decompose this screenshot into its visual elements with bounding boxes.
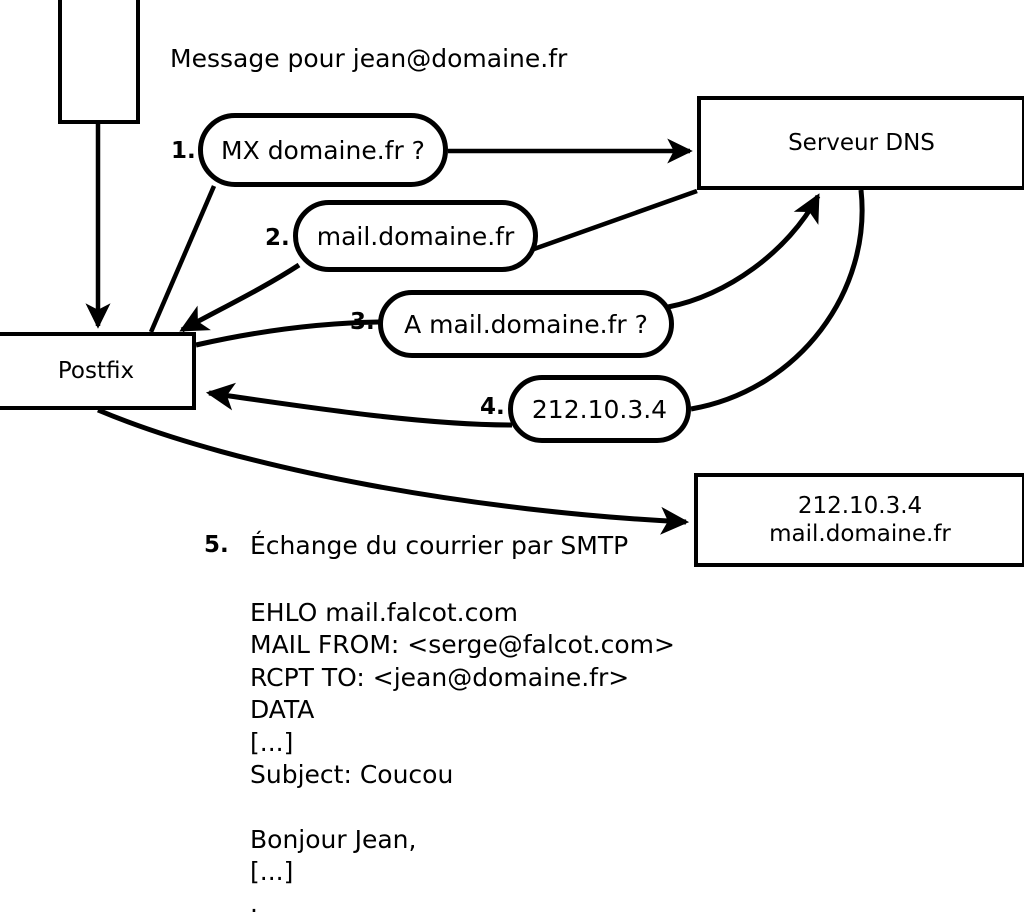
page-title: Message pour jean@domaine.fr bbox=[170, 44, 568, 73]
smtp-transcript-line: [...] bbox=[250, 727, 294, 757]
step-4-bubble: 212.10.3.4 bbox=[508, 375, 691, 443]
step-4-number: 4. bbox=[480, 394, 505, 420]
dns-server-node-label: Serveur DNS bbox=[788, 129, 935, 156]
smtp-transcript-line: EHLO mail.falcot.com bbox=[250, 598, 519, 627]
step-2-label: mail.domaine.fr bbox=[316, 221, 515, 251]
smtp-transcript-line: . bbox=[250, 889, 258, 919]
smtp-transcript-line: Subject: Coucou bbox=[250, 759, 454, 789]
dns-server-node: Serveur DNS bbox=[697, 96, 1024, 190]
step-1-label: MX domaine.fr ? bbox=[221, 135, 425, 165]
smtp-transcript-line: MAIL FROM: <serge@falcot.com> bbox=[250, 630, 675, 660]
step-1-bubble: MX domaine.fr ? bbox=[198, 113, 448, 187]
remote-mx-node: 212.10.3.4 mail.domaine.fr bbox=[694, 473, 1024, 567]
connector-postfix-to-step3 bbox=[195, 319, 380, 348]
connector-step2-to-postfix bbox=[179, 262, 301, 333]
step-5-number: 5. bbox=[204, 532, 229, 558]
postfix-node: Postfix bbox=[0, 332, 196, 410]
smtp-transcript-line: Bonjour Jean, bbox=[250, 824, 417, 854]
connector-step1-tail bbox=[148, 185, 217, 333]
step-2-number: 2. bbox=[265, 225, 290, 251]
step-1-number: 1. bbox=[171, 138, 196, 164]
connector-step4-to-postfix bbox=[205, 382, 513, 428]
step-5-label: Échange du courrier par SMTP bbox=[250, 531, 629, 560]
step-3-number: 3. bbox=[350, 309, 375, 335]
step-3-label: A mail.domaine.fr ? bbox=[404, 309, 648, 339]
source-mail-box bbox=[58, 0, 140, 124]
step-3-bubble: A mail.domaine.fr ? bbox=[378, 290, 674, 358]
smtp-transcript-line bbox=[250, 791, 675, 823]
remote-mx-ip: 212.10.3.4 bbox=[797, 492, 923, 519]
connector-dns-to-step4 bbox=[690, 189, 865, 412]
connector-step3-to-dns bbox=[667, 193, 821, 310]
connector-dns-to-step2 bbox=[533, 188, 698, 252]
remote-mx-hostname: mail.domaine.fr bbox=[769, 521, 951, 547]
smtp-transcript-line: RCPT TO: <jean@domaine.fr> bbox=[250, 662, 630, 692]
smtp-transcript-line: [...] bbox=[250, 857, 294, 886]
postfix-node-label: Postfix bbox=[57, 357, 135, 384]
step-2-bubble: mail.domaine.fr bbox=[293, 200, 538, 272]
smtp-transcript-line: DATA bbox=[250, 695, 315, 725]
connector-step5-smtp bbox=[97, 407, 690, 535]
step-4-label: 212.10.3.4 bbox=[531, 394, 668, 424]
